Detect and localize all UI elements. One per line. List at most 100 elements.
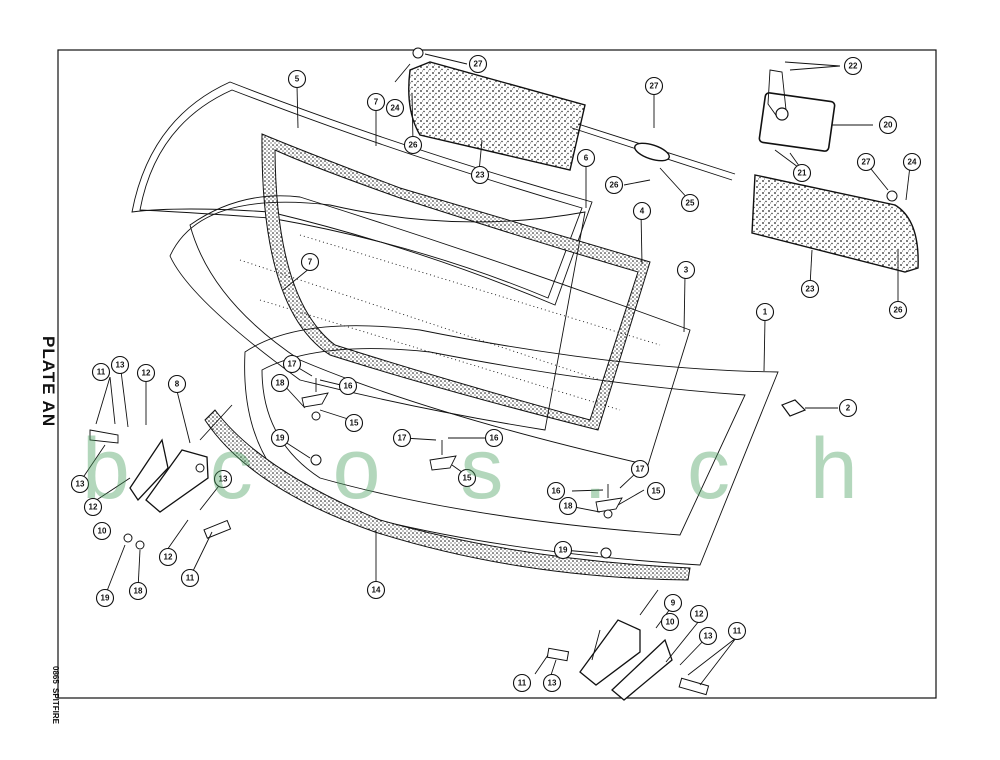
callout-number: 25: [686, 199, 695, 208]
callout-number: 21: [798, 169, 807, 178]
callout-number: 24: [908, 158, 917, 167]
callout-26: 26: [604, 175, 624, 195]
callout-number: 13: [548, 679, 557, 688]
callout-27: 27: [468, 54, 488, 74]
callout-13: 13: [110, 355, 130, 375]
callout-circle: [470, 165, 490, 185]
callout-18: 18: [270, 373, 290, 393]
callout-circle: [888, 300, 908, 320]
callout-11: 11: [180, 568, 200, 588]
callout-circle: [270, 373, 290, 393]
callout-17: 17: [392, 428, 412, 448]
callout-21: 21: [792, 163, 812, 183]
callout-13: 13: [70, 474, 90, 494]
plate-border: [57, 49, 937, 699]
callout-18: 18: [558, 496, 578, 516]
callout-15: 15: [344, 413, 364, 433]
callout-15: 15: [457, 468, 477, 488]
callout-circle: [92, 521, 112, 541]
callout-circle: [457, 468, 477, 488]
callout-number: 13: [116, 361, 125, 370]
callout-16: 16: [546, 481, 566, 501]
callout-12: 12: [83, 497, 103, 517]
callout-20: 20: [878, 115, 898, 135]
callout-number: 11: [733, 627, 742, 636]
callout-number: 22: [849, 62, 858, 71]
callout-circle: [282, 354, 302, 374]
callout-circle: [366, 92, 386, 112]
callout-circle: [632, 201, 652, 221]
callout-19: 19: [95, 588, 115, 608]
plate-code: 0865: [51, 666, 60, 684]
callout-number: 27: [862, 158, 871, 167]
callout-13: 13: [542, 673, 562, 693]
callout-number: 4: [640, 207, 645, 216]
callout-markers: 1234567789101011111111121212121313131313…: [70, 54, 922, 693]
callout-6: 6: [576, 148, 596, 168]
callout-circle: [676, 260, 696, 280]
callout-number: 12: [695, 610, 704, 619]
callout-number: 23: [806, 285, 815, 294]
callout-circle: [689, 604, 709, 624]
callout-number: 16: [552, 487, 561, 496]
callout-17: 17: [282, 354, 302, 374]
callout-24: 24: [902, 152, 922, 172]
callout-number: 7: [374, 98, 379, 107]
callout-circle: [646, 481, 666, 501]
callout-1: 1: [755, 302, 775, 322]
sun-visor-right: [751, 174, 919, 273]
clip: [781, 399, 807, 417]
callout-27: 27: [644, 76, 664, 96]
hinge-right-assembly: [546, 589, 710, 701]
callout-10: 10: [92, 521, 112, 541]
callout-number: 16: [344, 382, 353, 391]
callout-16: 16: [484, 428, 504, 448]
callout-number: 12: [164, 553, 173, 562]
callout-circle: [727, 621, 747, 641]
callout-16: 16: [338, 376, 358, 396]
callout-circle: [644, 76, 664, 96]
callout-number: 12: [142, 369, 151, 378]
windscreen-glass-reflection: [239, 234, 661, 411]
callout-25: 25: [680, 193, 700, 213]
callout-number: 11: [518, 679, 527, 688]
callout-number: 10: [666, 618, 675, 627]
callout-number: 13: [76, 480, 85, 489]
callout-number: 9: [671, 599, 676, 608]
callout-17: 17: [630, 459, 650, 479]
callout-7: 7: [366, 92, 386, 112]
callout-circle: [83, 497, 103, 517]
callout-number: 16: [490, 434, 499, 443]
plate-model: SPITFIRE: [51, 688, 60, 725]
callout-13: 13: [698, 626, 718, 646]
callout-number: 3: [684, 266, 689, 275]
windscreen-frame-inner: [169, 201, 586, 431]
callout-circle: [385, 98, 405, 118]
callout-number: 17: [288, 360, 297, 369]
callout-circle: [180, 568, 200, 588]
callout-circle: [128, 581, 148, 601]
callout-11: 11: [91, 362, 111, 382]
callout-circle: [95, 588, 115, 608]
callout-number: 15: [350, 419, 359, 428]
callout-number: 8: [175, 380, 180, 389]
callout-number: 18: [276, 379, 285, 388]
fixing-studs: [301, 47, 898, 559]
callout-circle: [542, 673, 562, 693]
callout-circle: [800, 279, 820, 299]
callout-number: 19: [559, 546, 568, 555]
callout-13: 13: [213, 469, 233, 489]
windscreen-frame-outer-inner: [139, 89, 583, 299]
callout-5: 5: [287, 69, 307, 89]
callout-11: 11: [512, 673, 532, 693]
callout-circle: [680, 193, 700, 213]
callout-circle: [484, 428, 504, 448]
visor-bar-clamp: [634, 142, 670, 162]
callout-number: 15: [463, 474, 472, 483]
callout-number: 26: [894, 306, 903, 315]
callout-9: 9: [663, 593, 683, 613]
watermark: b c o s . c h: [82, 421, 886, 517]
callout-12: 12: [158, 547, 178, 567]
callout-circle: [213, 469, 233, 489]
